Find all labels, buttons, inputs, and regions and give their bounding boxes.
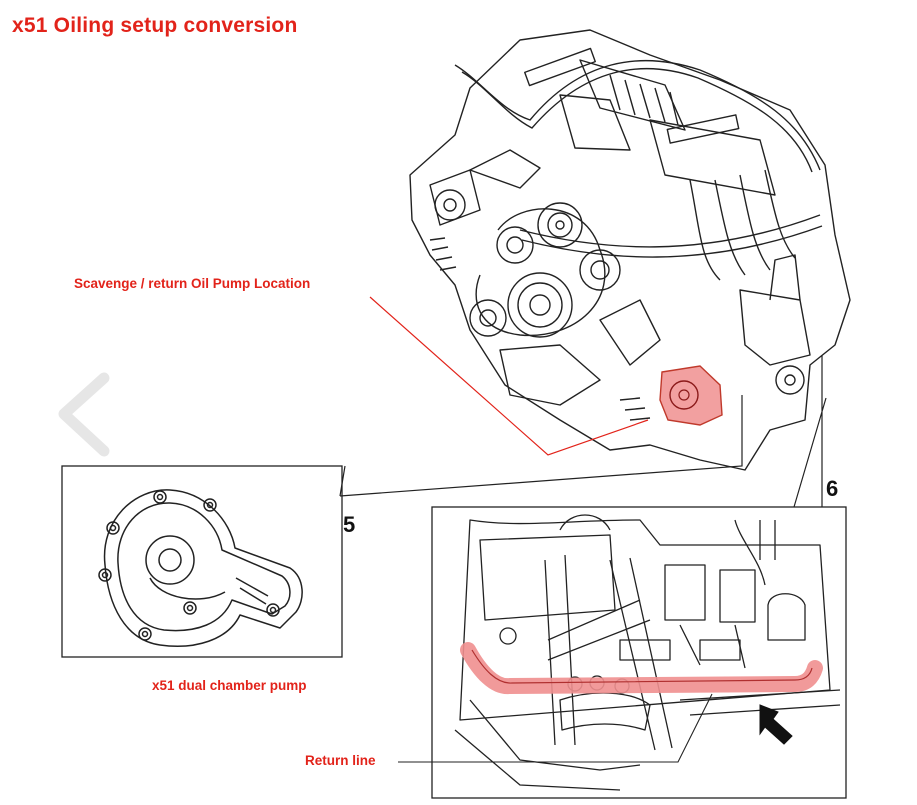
engine-illustration	[409, 29, 851, 471]
panel-6-connector	[793, 355, 827, 508]
panel-6-number: 6	[826, 476, 839, 501]
dual-chamber-pump-illustration	[98, 489, 303, 647]
dual-chamber-pump-callout: x51 dual chamber pump	[152, 678, 307, 693]
scavenge-pump-highlight	[659, 365, 723, 426]
engine-underside-illustration	[454, 514, 841, 791]
pointer-arrow-icon	[759, 704, 793, 745]
scavenge-pump-callout: Scavenge / return Oil Pump Location	[74, 276, 311, 291]
page-title: x51 Oiling setup conversion	[12, 14, 298, 37]
panel-5-number: 5	[343, 512, 356, 537]
return-line-callout: Return line	[305, 753, 376, 768]
panel-5-frame	[61, 465, 343, 658]
return-line-leader	[398, 693, 713, 763]
panel-6-frame	[431, 506, 847, 799]
return-line-highlight	[460, 642, 823, 695]
chevron-left-icon[interactable]	[48, 360, 118, 470]
return-line-pipe-outline	[471, 649, 813, 684]
scavenge-leader-line	[369, 296, 649, 456]
